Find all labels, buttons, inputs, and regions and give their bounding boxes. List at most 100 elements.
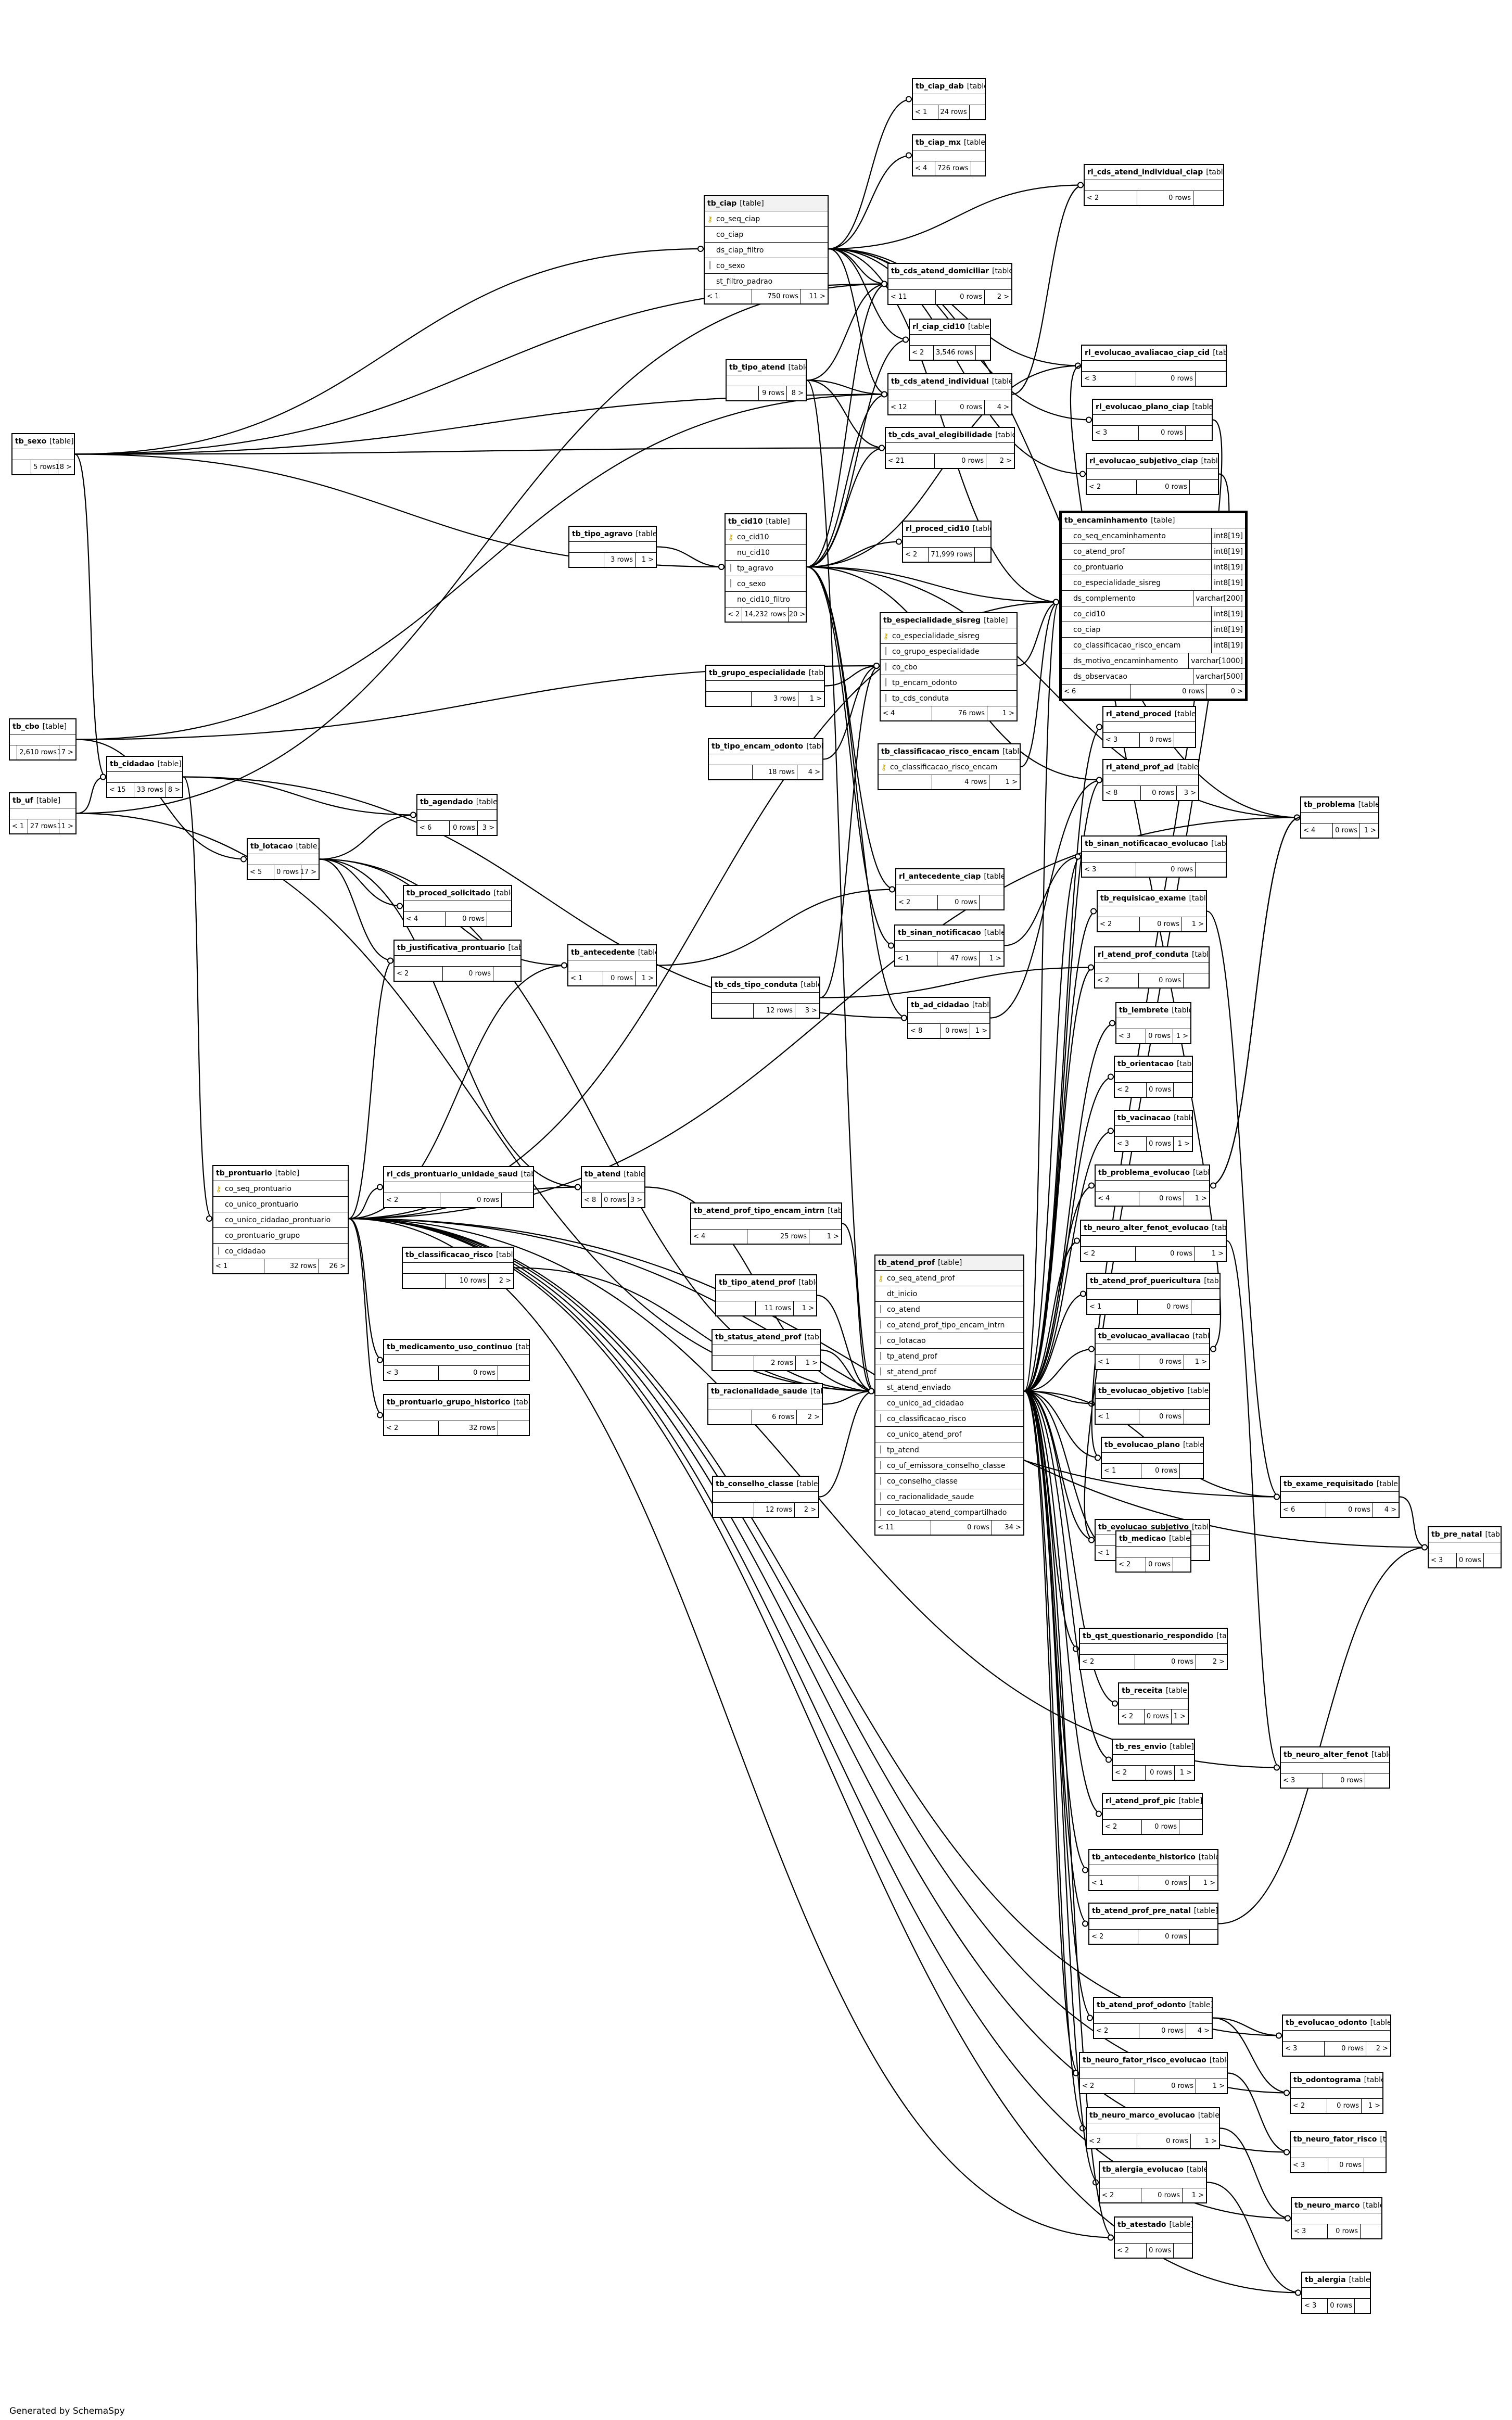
table-name[interactable]: tb_evolucao_subjetivo <box>1098 1523 1189 1531</box>
table-name[interactable]: tb_agendado <box>420 798 473 806</box>
parent-count[interactable]: < 1 <box>1102 1464 1141 1478</box>
table-header[interactable]: tb_res_envio[table] <box>1113 1740 1194 1755</box>
child-count[interactable]: 34 > <box>1005 1524 1021 1531</box>
parent-count[interactable]: < 4 <box>691 1230 747 1244</box>
table-header[interactable]: tb_orientacao[table] <box>1115 1057 1192 1072</box>
column-row[interactable]: ⚷co_cid10 <box>726 529 806 545</box>
parent-count[interactable] <box>712 1004 754 1018</box>
parent-count[interactable]: < 2 <box>1291 2099 1327 2113</box>
parent-count[interactable]: < 3 <box>1082 863 1136 877</box>
column-row[interactable]: │co_lotacao <box>875 1333 1023 1349</box>
table-header[interactable]: tb_ciap[table] <box>705 196 828 211</box>
child-count[interactable]: 1 > <box>1368 2102 1380 2110</box>
table-name[interactable]: tb_sexo <box>15 437 47 446</box>
child-count[interactable]: 0 > <box>1230 688 1243 695</box>
table-name[interactable]: tb_neuro_marco <box>1294 2201 1360 2210</box>
parent-count[interactable] <box>727 386 759 400</box>
child-count[interactable]: 1 > <box>805 1359 818 1367</box>
table-name[interactable]: tb_antecedente_historico <box>1092 1853 1196 1861</box>
table-header[interactable]: tb_cds_tipo_conduta[table] <box>712 978 819 993</box>
child-count[interactable] <box>1174 1083 1192 1097</box>
table-header[interactable]: tb_pre_natal[table] <box>1429 1527 1501 1542</box>
table-name[interactable]: tb_cidadao <box>110 760 155 768</box>
table-name[interactable]: tb_requisicao_exame <box>1100 894 1186 903</box>
table-name[interactable]: tb_antecedente <box>571 948 635 957</box>
child-count[interactable]: 26 > <box>329 1262 346 1270</box>
child-count[interactable] <box>1186 426 1212 440</box>
table-header[interactable]: tb_tipo_encam_odonto[table] <box>709 739 822 754</box>
child-count[interactable]: 3 > <box>630 1196 642 1204</box>
table-header[interactable]: tb_neuro_marco[table] <box>1292 2198 1381 2213</box>
child-count[interactable]: 1 > <box>1364 827 1376 834</box>
table-tb-classificacao-risco-encam[interactable]: tb_classificacao_risco_encam[table]⚷co_c… <box>878 743 1021 790</box>
table-name[interactable]: tb_neuro_fator_risco <box>1293 2135 1377 2144</box>
table-tb-alergia[interactable]: tb_alergia[table]< 30 rows <box>1301 2272 1371 2314</box>
table-header[interactable]: tb_classificacao_risco[table] <box>403 1248 513 1263</box>
table-name[interactable]: tb_neuro_marco_evolucao <box>1089 2111 1195 2120</box>
table-name[interactable]: tb_medicao <box>1119 1535 1166 1543</box>
parent-count[interactable]: < 1 <box>913 105 938 119</box>
table-name[interactable]: tb_status_atend_prof <box>715 1333 802 1341</box>
table-rl-proced-cid10[interactable]: rl_proced_cid10[table]< 271,999 rows <box>902 521 992 563</box>
parent-count[interactable]: < 1 <box>568 971 603 985</box>
parent-count[interactable]: < 2 <box>1095 973 1139 987</box>
table-header[interactable]: tb_alergia[table] <box>1302 2273 1370 2288</box>
child-count[interactable]: 11 > <box>57 822 73 830</box>
column-row[interactable]: co_unico_prontuario <box>213 1197 348 1212</box>
child-count[interactable] <box>1174 733 1195 747</box>
child-count[interactable]: 2 > <box>807 1413 820 1421</box>
table-tb-proced-solicitado[interactable]: tb_proced_solicitado[table]< 40 rows <box>403 885 512 927</box>
table-name[interactable]: tb_tipo_atend <box>729 363 785 372</box>
table-header[interactable]: tb_conselho_classe[table] <box>713 1477 818 1492</box>
table-name[interactable]: tb_tipo_agravo <box>572 530 633 538</box>
table-header[interactable]: tb_antecedente_historico[table] <box>1089 1850 1217 1865</box>
table-name[interactable]: tb_lembrete <box>1119 1006 1169 1015</box>
table-tb-neuro-alter-fenot-evolucao[interactable]: tb_neuro_alter_fenot_evolucao[table]< 20… <box>1080 1220 1227 1262</box>
table-tb-cds-aval-elegibilidade[interactable]: tb_cds_aval_elegibilidade[table]< 210 ro… <box>885 427 1015 469</box>
column-row[interactable]: nu_cid10 <box>726 545 806 561</box>
column-row[interactable]: │co_atend_prof_tipo_encam_intrn <box>875 1317 1023 1333</box>
column-row[interactable]: co_unico_atend_prof <box>875 1427 1023 1442</box>
child-count[interactable]: 1 > <box>1177 1140 1190 1148</box>
parent-count[interactable] <box>706 692 752 706</box>
table-tb-neuro-marco[interactable]: tb_neuro_marco[table]< 30 rows <box>1291 2197 1382 2239</box>
parent-count[interactable]: < 2 <box>384 1421 439 1435</box>
table-header[interactable]: tb_prontuario[table] <box>213 1166 348 1181</box>
parent-count[interactable]: < 4 <box>404 912 446 926</box>
column-row[interactable]: │co_grupo_especialidade <box>881 644 1017 660</box>
child-count[interactable] <box>971 161 985 175</box>
table-name[interactable]: tb_prontuario <box>216 1169 272 1177</box>
child-count[interactable]: 2 > <box>997 293 1009 301</box>
child-count[interactable]: 8 > <box>791 389 804 397</box>
table-header[interactable]: tb_neuro_fator_risco_evolucao[table] <box>1080 2053 1227 2068</box>
table-header[interactable]: tb_odontograma[table] <box>1291 2073 1382 2088</box>
table-rl-evolucao-plano-ciap[interactable]: rl_evolucao_plano_ciap[table]< 30 rows <box>1092 399 1213 441</box>
table-name[interactable]: tb_evolucao_plano <box>1104 1441 1180 1449</box>
child-count[interactable]: 4 > <box>1384 1506 1396 1514</box>
parent-count[interactable]: < 2 <box>1113 1766 1146 1780</box>
table-tb-especialidade-sisreg[interactable]: tb_especialidade_sisreg[table]⚷co_especi… <box>880 612 1018 721</box>
table-header[interactable]: tb_ciap_mx[table] <box>913 135 985 150</box>
table-tb-antecedente-historico[interactable]: tb_antecedente_historico[table]< 10 rows… <box>1088 1849 1218 1891</box>
column-row[interactable]: │co_cbo <box>881 660 1017 675</box>
table-header[interactable]: tb_atend_prof_tipo_encam_intrn[table] <box>691 1203 841 1219</box>
column-row[interactable]: co_unico_cidadao_prontuario <box>213 1212 348 1228</box>
parent-count[interactable]: < 6 <box>1281 1503 1326 1517</box>
parent-count[interactable]: < 3 <box>1115 1137 1147 1151</box>
child-count[interactable] <box>1190 1930 1217 1944</box>
table-header[interactable]: tb_lotacao[table] <box>248 839 319 854</box>
table-tb-orientacao[interactable]: tb_orientacao[table]< 20 rows <box>1114 1056 1193 1098</box>
parent-count[interactable]: < 2 <box>726 607 743 622</box>
parent-count[interactable]: < 1 <box>10 819 28 833</box>
table-name[interactable]: tb_neuro_fator_risco_evolucao <box>1083 2056 1206 2064</box>
column-row[interactable]: │co_conselho_classe <box>875 1474 1023 1489</box>
parent-count[interactable]: < 12 <box>888 400 936 414</box>
